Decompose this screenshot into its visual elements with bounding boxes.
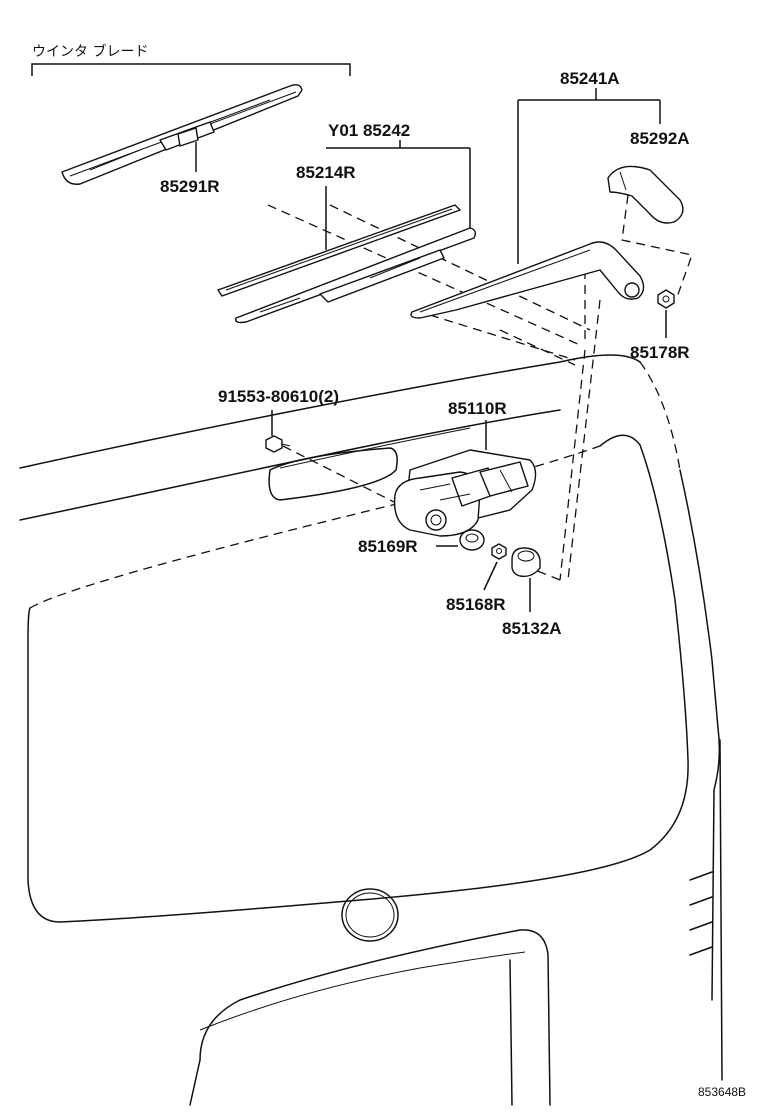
back-door-outline [19,354,723,1106]
leader-85242 [325,140,471,250]
wiper-arm-85241A[interactable] [410,241,645,319]
diagram-code: 853648B [698,1085,746,1099]
grommet-85169R[interactable] [459,529,485,551]
wiper-blade-85291R[interactable] [61,83,303,185]
label-91553: 91553-80610(2) [218,387,339,406]
group-title: ウインタ ブレード [32,43,148,60]
assembly-guide-lines [267,194,693,581]
label-85132A: 85132A [502,619,562,638]
nut-85168R[interactable] [491,543,507,560]
blade-rubber-85214R[interactable] [217,204,461,297]
cap-85132A[interactable] [511,547,541,578]
label-85110R: 85110R [448,399,507,418]
label-85291R: 85291R [160,177,220,196]
bolt-91553[interactable] [265,435,291,453]
label-85241A: 85241A [560,69,620,88]
arm-cap-85292A[interactable] [607,165,684,224]
leader-85168R [483,561,498,591]
label-85168R: 85168R [446,595,506,614]
label-85292A: 85292A [630,129,690,148]
wiper-motor-85110R[interactable] [393,449,537,537]
leader-85241A [517,88,661,264]
label-85169R: 85169R [358,537,418,556]
group-bracket: ウインタ ブレード [31,43,351,76]
label-85214R: 85214R [296,163,356,182]
nut-85178R[interactable] [657,289,675,309]
label-85178R: 85178R [630,343,690,362]
label-85242: Y01 85242 [328,121,410,140]
blade-assembly-85242[interactable] [235,227,477,324]
